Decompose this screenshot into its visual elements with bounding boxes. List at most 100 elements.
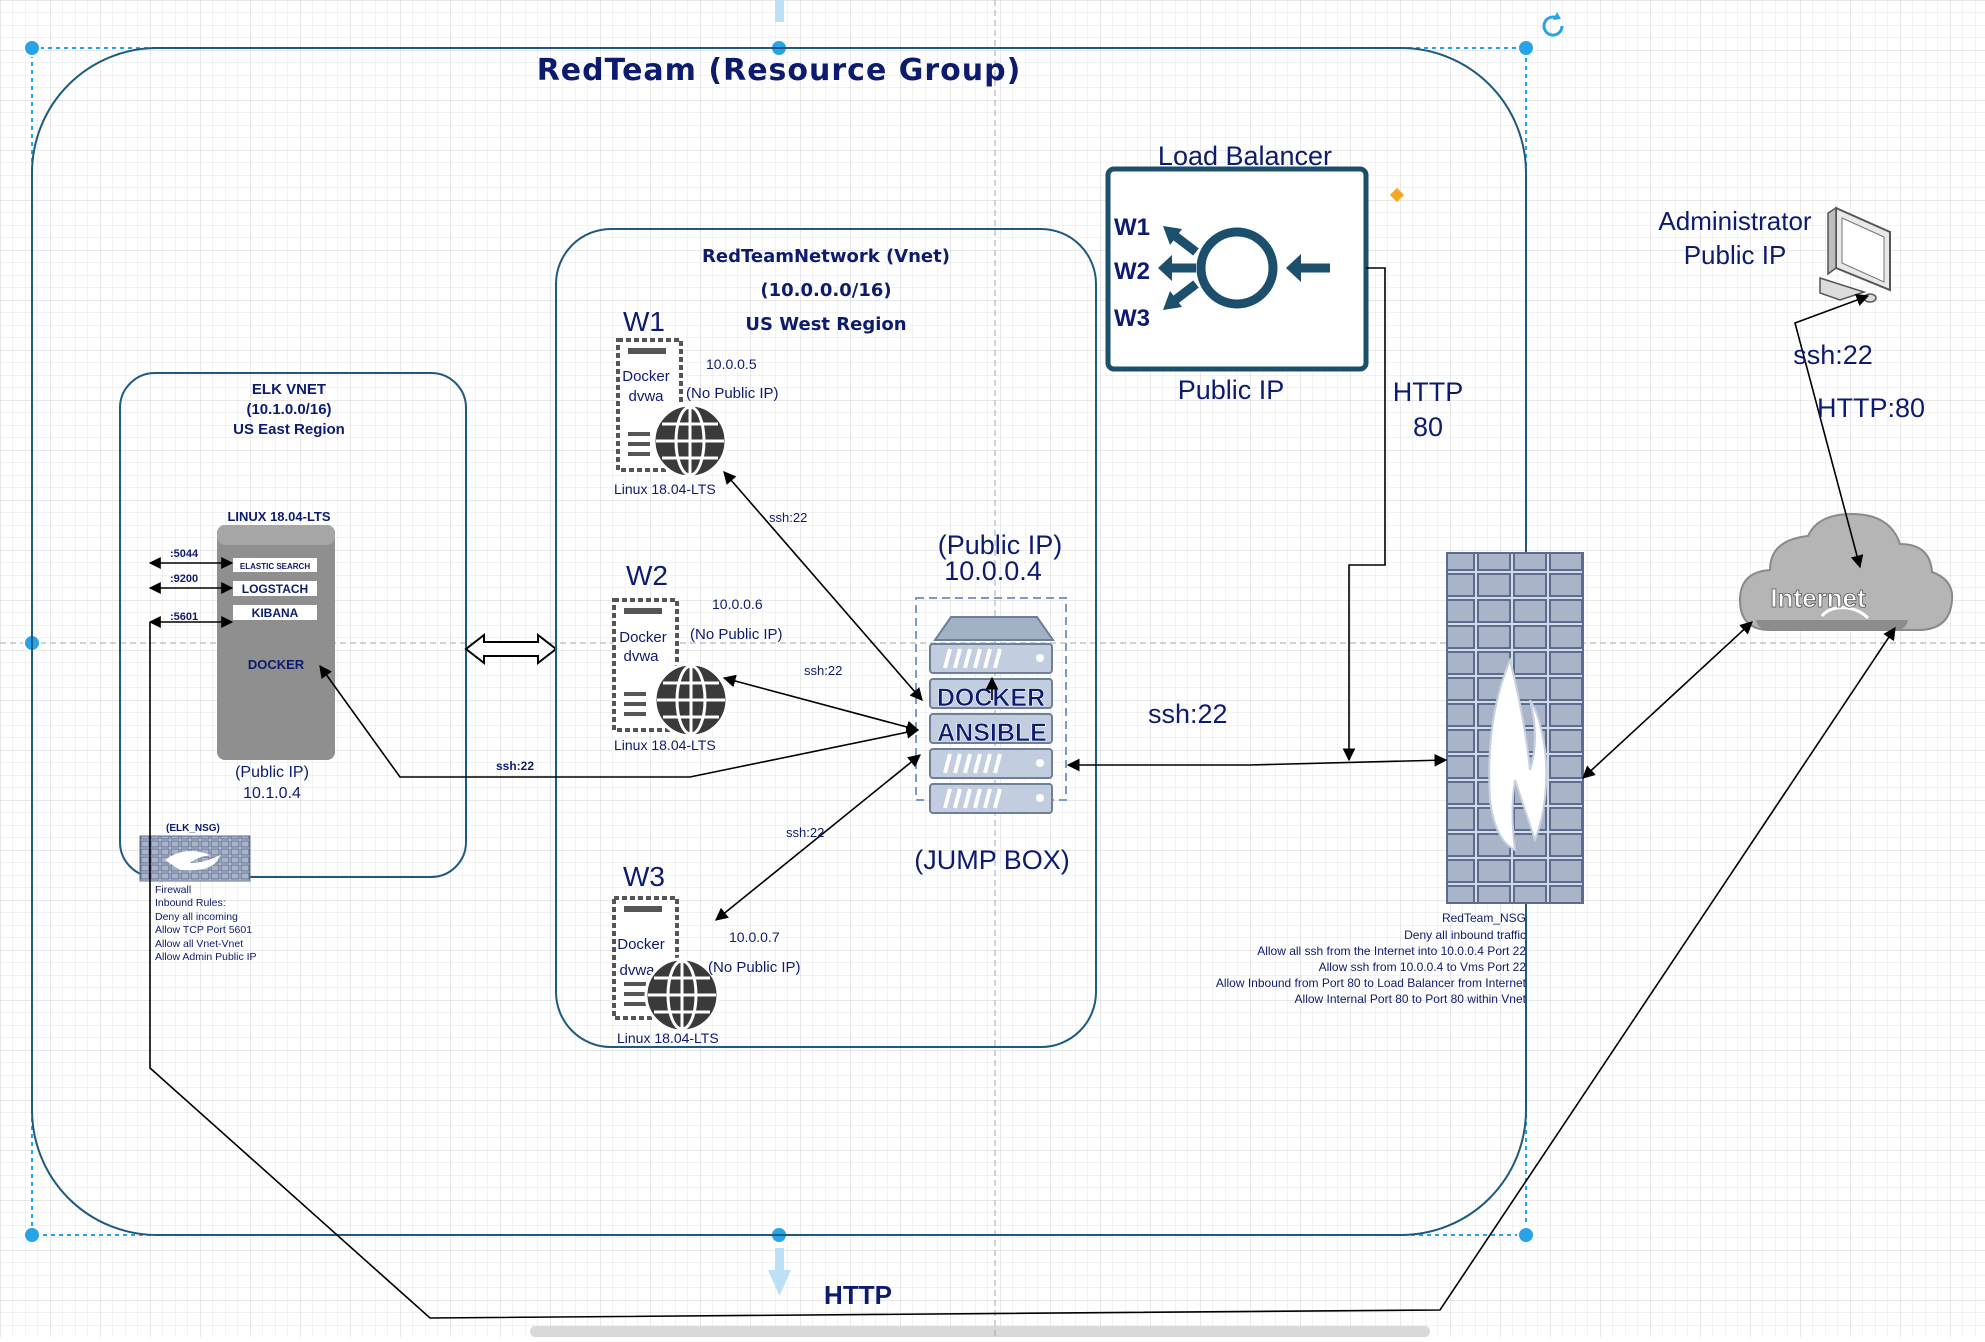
w1-app1: Docker [622, 368, 670, 385]
load-balancer-box[interactable] [1105, 166, 1369, 372]
svg-text:Allow all ssh from the Interne: Allow all ssh from the Internet into 10.… [1257, 944, 1526, 958]
elk-nsg-name: (ELK_NSG) [166, 823, 220, 834]
svg-text:Allow Admin Public IP: Allow Admin Public IP [155, 951, 257, 963]
conn-jumpbox-firewall[interactable] [1066, 753, 1448, 772]
w1-globe-icon [652, 403, 728, 479]
w1-server-slot [628, 348, 666, 354]
label-ssh-w2: ssh:22 [804, 663, 842, 678]
elk-vnet-title: ELK VNET [252, 381, 326, 398]
elk-service-elastic: ELASTIC SEARCH [240, 562, 310, 571]
conn-elk-jumpbox[interactable] [319, 664, 920, 778]
port-label-5044: :5044 [170, 548, 199, 560]
redteam-vnet-region: US West Region [745, 314, 906, 335]
label-bottom-http: HTTP [824, 1280, 892, 1310]
lb-public-ip: Public IP [1178, 375, 1285, 405]
conn-firewall-internet[interactable] [1582, 621, 1753, 779]
admin-label-line2: Public IP [1684, 240, 1787, 270]
elk-public-ip-label: (Public IP) [235, 764, 309, 781]
web-server-w3[interactable]: W3 Docker dvwa 10.0.0.7 (No Public IP) L… [612, 861, 801, 1046]
label-http-lb: HTTP [1393, 377, 1464, 407]
w3-server-slot [624, 906, 662, 912]
elk-vnet-region: US East Region [233, 421, 345, 438]
kibana-box [233, 605, 317, 620]
redteam-vnet-frame[interactable] [555, 228, 1097, 1048]
svg-text:Deny all incoming: Deny all incoming [155, 911, 238, 923]
port-label-9200: :9200 [170, 573, 198, 585]
elk-vnet-frame[interactable] [119, 372, 467, 878]
jumpbox-ip: 10.0.0.4 [944, 556, 1042, 586]
w2-app2: dvwa [623, 648, 659, 665]
web-server-w1[interactable]: W1 Docker dvwa 10.0.0.5 (No Public IP) L… [614, 306, 779, 497]
svg-text:Firewall: Firewall [155, 884, 191, 896]
lb-target-w1: W1 [1114, 214, 1150, 241]
elastic-search-box [233, 558, 317, 572]
svg-text:Inbound Rules:: Inbound Rules: [155, 897, 226, 909]
jumpbox-server-icon[interactable] [929, 616, 1055, 814]
label-admin-ssh: ssh:22 [1793, 340, 1873, 370]
elk-nsg-firewall-icon[interactable] [139, 835, 251, 882]
conn-jumpbox-w3[interactable] [715, 754, 921, 921]
resource-group-title: RedTeam (Resource Group) [537, 53, 1022, 88]
connection-hint-arrows[interactable] [768, 0, 791, 1296]
w3-name: W3 [623, 861, 665, 892]
nsg-rules: Deny all inbound traffic Allow all ssh f… [1216, 928, 1527, 1006]
conn-http-loop[interactable] [149, 622, 1896, 1319]
horizontal-scrollbar[interactable] [530, 1326, 1430, 1337]
w3-app2: dvwa [619, 962, 655, 979]
elk-nsg-rules: Firewall Inbound Rules: Deny all incomin… [155, 884, 257, 963]
svg-text:Allow Inbound from Port 80 to: Allow Inbound from Port 80 to Load Balan… [1216, 976, 1527, 990]
w3-app1: Docker [617, 936, 665, 953]
w2-server-slot [624, 608, 662, 614]
w3-os: Linux 18.04-LTS [617, 1030, 719, 1046]
conn-admin-internet[interactable] [1794, 293, 1870, 569]
load-balancer-icon [1158, 226, 1330, 310]
w1-name: W1 [623, 306, 665, 337]
label-ssh-w3: ssh:22 [786, 825, 824, 840]
label-ssh-elk: ssh:22 [496, 759, 534, 773]
lb-target-w2: W2 [1114, 258, 1150, 285]
elk-service-kibana: KIBANA [252, 606, 299, 620]
selection-handles[interactable] [23, 39, 1535, 1244]
lb-target-w3: W3 [1114, 305, 1150, 332]
elk-server-title: LINUX 18.04-LTS [227, 509, 330, 524]
label-ssh-w1: ssh:22 [769, 510, 807, 525]
admin-label-line1: Administrator [1658, 206, 1811, 236]
w1-os: Linux 18.04-LTS [614, 481, 716, 497]
w2-name: W2 [626, 560, 668, 591]
w3-globe-icon [644, 957, 720, 1033]
svg-text:Allow all Vnet-Vnet: Allow all Vnet-Vnet [155, 938, 243, 950]
label-ssh-firewall: ssh:22 [1148, 699, 1228, 729]
conn-jumpbox-w1[interactable] [723, 471, 923, 701]
w2-globe-icon [653, 662, 729, 738]
w3-ip: 10.0.0.7 [729, 929, 780, 945]
conn-lb-firewall[interactable] [1342, 267, 1386, 762]
jumpbox-public-ip-label: (Public IP) [938, 530, 1063, 560]
redteam-vnet-cidr: (10.0.0.0/16) [760, 280, 891, 301]
label-http-lb-port: 80 [1413, 412, 1443, 442]
w3-public: (No Public IP) [708, 959, 801, 976]
w2-ip: 10.0.0.6 [712, 596, 763, 612]
svg-text:Deny all inbound traffic: Deny all inbound traffic [1404, 928, 1526, 942]
lb-title: Load Balancer [1158, 141, 1332, 171]
redteam-vnet-title: RedTeamNetwork (Vnet) [702, 246, 950, 267]
w1-ip: 10.0.0.5 [706, 356, 757, 372]
waypoint-handle[interactable] [1389, 187, 1405, 203]
w2-os: Linux 18.04-LTS [614, 737, 716, 753]
label-admin-http: HTTP:80 [1817, 393, 1925, 423]
svg-text:Allow ssh from 10.0.0.4 to Vms: Allow ssh from 10.0.0.4 to Vms Port 22 [1319, 960, 1527, 974]
jumpbox-docker-label: DOCKER [937, 684, 1045, 712]
w2-public: (No Public IP) [690, 626, 783, 643]
w1-app2: dvwa [628, 388, 664, 405]
svg-text:Allow Internal Port 80 to Port: Allow Internal Port 80 to Port 80 within… [1295, 992, 1527, 1006]
svg-text:Allow TCP Port 5601: Allow TCP Port 5601 [155, 924, 252, 936]
elk-service-logstash: LOGSTACH [242, 582, 308, 596]
jumpbox-label: (JUMP BOX) [914, 845, 1070, 875]
nsg-title: RedTeam_NSG [1442, 911, 1526, 925]
rotate-icon[interactable] [1542, 12, 1564, 37]
computer-icon[interactable] [1819, 206, 1891, 303]
jumpbox-ansible-label: ANSIBLE [937, 719, 1047, 747]
internet-label: Internet [1770, 583, 1866, 613]
w1-public: (No Public IP) [686, 385, 779, 402]
elk-vnet-cidr: (10.1.0.0/16) [246, 401, 331, 418]
